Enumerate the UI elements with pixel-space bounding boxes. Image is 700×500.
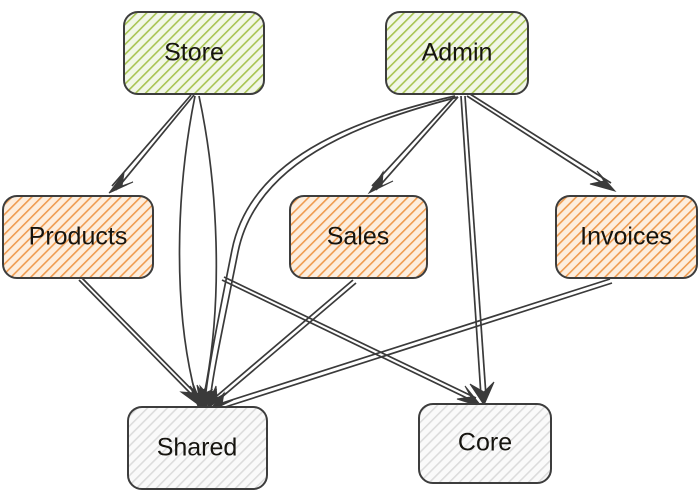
edge-admin-invoices: [466, 93, 617, 192]
node-store[interactable]: Store: [123, 11, 265, 95]
node-layer: Store Admin Products Sales Invoices Shar…: [2, 11, 698, 490]
node-products[interactable]: Products: [2, 195, 154, 279]
edge-admin-core: [460, 95, 495, 407]
edge-store-shared-left: [178, 95, 207, 411]
edge-admin-sales: [367, 95, 459, 195]
node-sales[interactable]: Sales: [289, 195, 428, 279]
node-shared[interactable]: Shared: [127, 406, 268, 490]
node-invoices[interactable]: Invoices: [555, 195, 698, 279]
edge-store-products: [108, 94, 195, 194]
node-admin[interactable]: Admin: [385, 11, 529, 95]
edge-products-shared: [78, 277, 205, 410]
edge-store-shared-right: [196, 95, 218, 411]
node-core[interactable]: Core: [418, 403, 552, 484]
edge-products-core: [221, 276, 484, 408]
edge-sales-shared: [205, 279, 357, 411]
